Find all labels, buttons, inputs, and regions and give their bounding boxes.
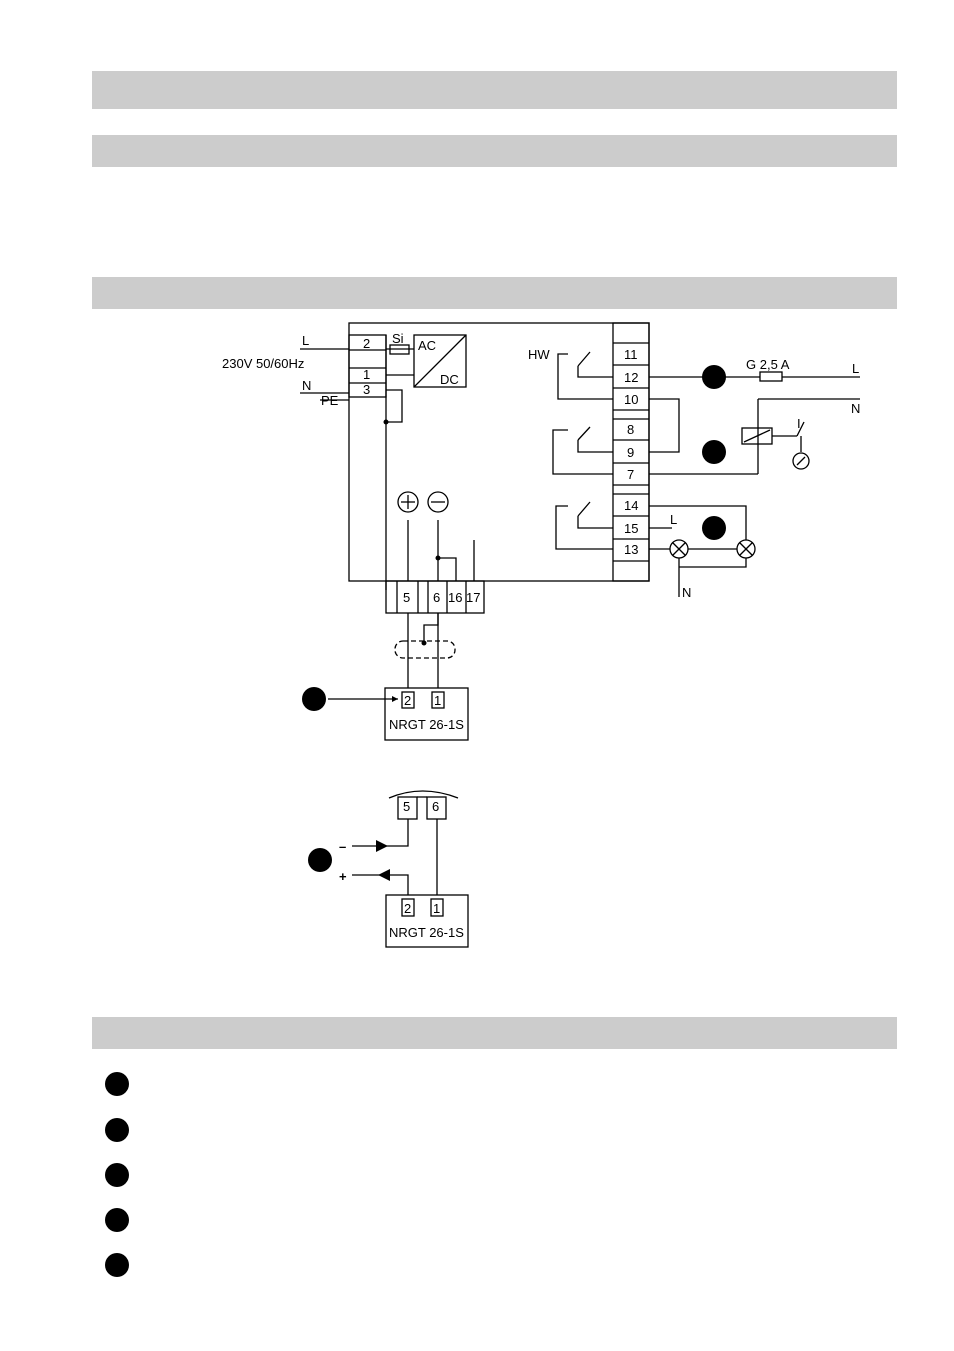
header-bar-top — [92, 71, 897, 109]
legend-marker-1 — [105, 1072, 129, 1096]
section-bar-2 — [92, 277, 897, 309]
terminal-left-1: 1 — [363, 367, 370, 382]
detail-sensor-name: NRGT 26-1S — [389, 925, 464, 940]
sensor-terminal-1: 1 — [434, 693, 441, 708]
section-bar-1 — [92, 135, 897, 167]
terminal-left-2: 2 — [363, 336, 370, 351]
label-plus: + — [339, 869, 347, 884]
label-hw: HW — [528, 347, 550, 362]
sensor-terminal-2: 2 — [404, 693, 411, 708]
detail-sensor-terminal-2: 2 — [404, 901, 411, 916]
terminal-bottom-6: 6 — [433, 590, 440, 605]
label-supply-voltage: 230V 50/60Hz — [222, 356, 304, 371]
terminal-bottom-16: 16 — [448, 590, 462, 605]
legend-marker-4 — [105, 1208, 129, 1232]
terminal-9: 9 — [627, 445, 634, 460]
detail-terminal-5: 5 — [403, 799, 410, 814]
terminal-14: 14 — [624, 498, 638, 513]
terminal-15: 15 — [624, 521, 638, 536]
section-bar-3 — [92, 1017, 897, 1049]
sensor-name: NRGT 26-1S — [389, 717, 464, 732]
label-relay-L: L — [670, 512, 677, 527]
label-power-L: L — [302, 333, 309, 348]
detail-sensor-terminal-1: 1 — [433, 901, 440, 916]
label-ac: AC — [418, 338, 436, 353]
label-fuse-rating: G 2,5 A — [746, 357, 790, 372]
terminal-12: 12 — [624, 370, 638, 385]
label-dc: DC — [440, 372, 459, 387]
label-power-PE: PE — [321, 393, 339, 408]
label-line-N: N — [851, 401, 860, 416]
terminal-10: 10 — [624, 392, 638, 407]
label-switch-I: I — [797, 416, 801, 431]
terminal-bottom-17: 17 — [466, 590, 480, 605]
terminal-13: 13 — [624, 542, 638, 557]
label-fuse-si: Si — [392, 331, 404, 346]
detail-terminal-6: 6 — [432, 799, 439, 814]
legend-marker-2 — [105, 1118, 129, 1142]
legend-marker-3 — [105, 1163, 129, 1187]
legend-marker-5 — [105, 1253, 129, 1277]
terminal-7: 7 — [627, 467, 634, 482]
label-relay-N: N — [682, 585, 691, 600]
terminal-left-3: 3 — [363, 382, 370, 397]
terminal-bottom-5: 5 — [403, 590, 410, 605]
label-minus: – — [339, 839, 346, 854]
terminal-11: 11 — [624, 347, 638, 362]
label-line-L: L — [852, 361, 859, 376]
terminal-8: 8 — [627, 422, 634, 437]
label-power-N: N — [302, 378, 311, 393]
